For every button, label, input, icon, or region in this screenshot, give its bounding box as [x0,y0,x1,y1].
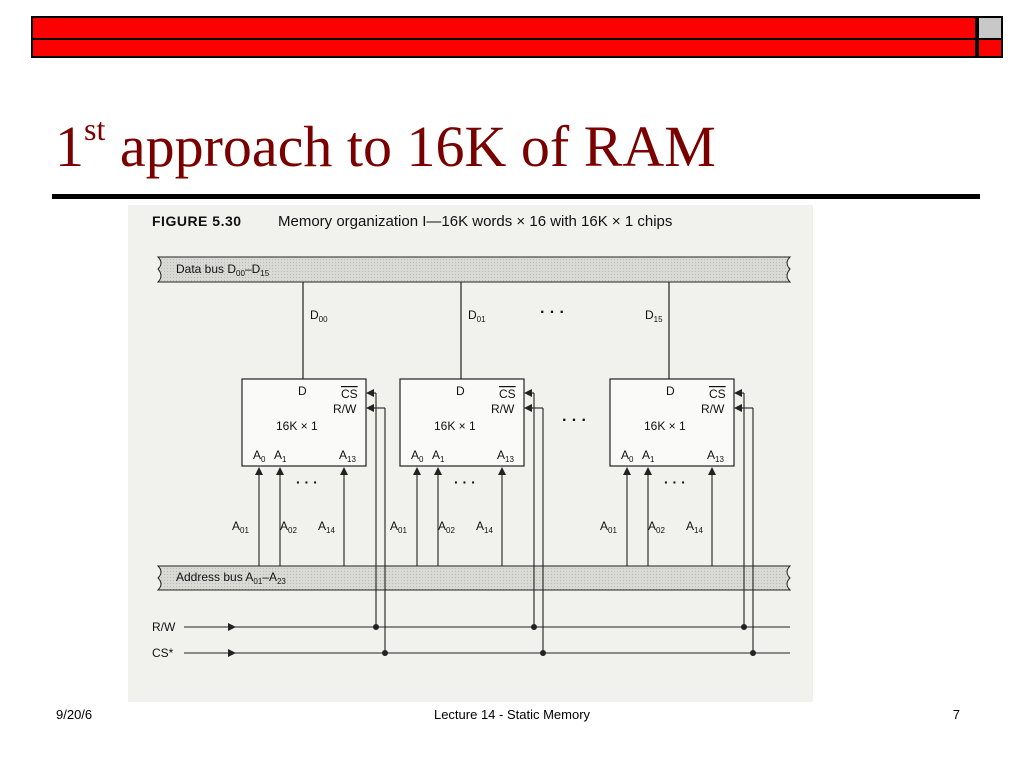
header-corner-box [977,16,1003,40]
header-corner-box-lower [977,40,1003,58]
figure-caption-text: Memory organization I—16K words × 16 wit… [278,213,672,230]
chip-data-line-label: D01 [468,308,486,324]
chip-pin-a1: A1 [432,448,445,464]
title-rest: approach to 16K of RAM [105,114,716,179]
chip-pin-a13: A13 [707,448,724,464]
footer-date: 9/20/6 [56,707,93,722]
chip-pin-rw: R/W [333,402,357,416]
chip-data-line-label: D15 [645,308,663,324]
address-bus: Address bus A01–A23 [156,565,792,591]
chip-pin-cs: CS [499,387,516,401]
chip-pin-a0: A0 [253,448,266,464]
chip-pin-cs: CS [709,387,726,401]
title-main: 1 [55,114,84,179]
chip-size: 16K × 1 [276,419,318,433]
chip-pin-rw: R/W [701,402,725,416]
chip-pin-ellipsis: · · · [296,474,318,490]
rw-control-line: R/W [152,620,790,634]
figure-caption-label: FIGURE 5.30 [152,213,242,229]
cs-signal-label: CS* [152,646,174,660]
chip-addr-label-1: A01 [600,519,617,535]
chip-size: 16K × 1 [644,419,686,433]
chip-pin-a0: A0 [621,448,634,464]
title-underline [52,194,980,199]
chip-pin-a1: A1 [274,448,287,464]
chip-pin-a0: A0 [411,448,424,464]
slide-title: 1st approach to 16K of RAM [55,113,716,176]
chip-pin-d: D [456,384,465,398]
cs-control-line: CS* [152,646,790,660]
chip-addr-label-2: A02 [438,519,455,535]
memory-organization-figure: FIGURE 5.30 Memory organization I—16K wo… [128,205,813,702]
header-bar [31,16,977,40]
footer-page-number: 7 [952,707,960,722]
footer-lecture-title: Lecture 14 - Static Memory [433,707,591,722]
memory-chip-1: D00 D CS R/W 16K × 1 A0 A1 A13 · · · A01… [232,282,386,653]
data-lines-ellipsis: · · · [540,304,565,321]
chip-addr-label-3: A14 [686,519,703,535]
chip-pin-d: D [298,384,307,398]
data-bus: Data bus D00–D15 [156,256,792,283]
memory-chip-3: D15 D CS R/W 16K × 1 A0 A1 A13 · · · A01… [600,282,754,653]
chips-ellipsis: · · · [562,412,587,429]
chip-addr-label-1: A01 [390,519,407,535]
header-bar-lower [31,40,977,58]
address-bus-label: Address bus A01–A23 [176,570,286,586]
chip-size: 16K × 1 [434,419,476,433]
chip-pin-ellipsis: · · · [454,474,476,490]
memory-diagram: FIGURE 5.30 Memory organization I—16K wo… [152,213,792,660]
chip-pin-a13: A13 [339,448,356,464]
title-superscript: st [84,111,106,147]
chip-addr-label-2: A02 [648,519,665,535]
chip-pin-rw: R/W [491,402,515,416]
chip-addr-label-3: A14 [476,519,493,535]
chip-data-line-label: D00 [310,308,328,324]
chip-pin-cs: CS [341,387,358,401]
chip-pin-d: D [666,384,675,398]
data-bus-label: Data bus D00–D15 [176,262,270,278]
chip-addr-label-2: A02 [280,519,297,535]
chip-pin-ellipsis: · · · [664,474,686,490]
chip-pin-a1: A1 [642,448,655,464]
memory-chip-2: D01 D CS R/W 16K × 1 A0 A1 A13 · · · A01… [390,282,544,653]
chip-pin-a13: A13 [497,448,514,464]
chip-addr-label-1: A01 [232,519,249,535]
chip-addr-label-3: A14 [318,519,335,535]
rw-signal-label: R/W [152,620,176,634]
